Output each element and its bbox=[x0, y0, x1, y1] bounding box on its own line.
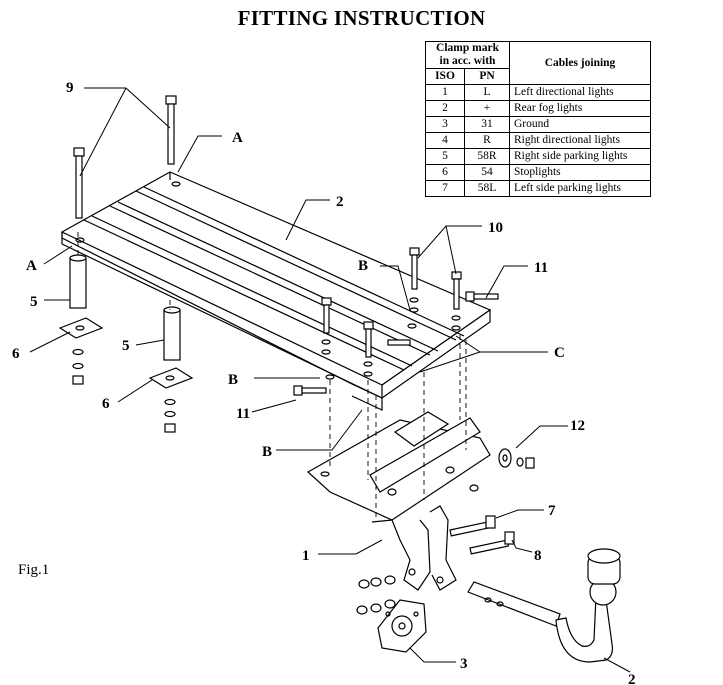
callout-c: C bbox=[554, 345, 565, 361]
callout-8: 8 bbox=[534, 548, 542, 564]
callout-a-top: A bbox=[232, 130, 243, 146]
callout-2-plate: 2 bbox=[336, 194, 344, 210]
figure-label: Fig.1 bbox=[18, 562, 50, 578]
washer-nut-12 bbox=[498, 448, 535, 469]
cables-joining-header: Cables joining bbox=[509, 41, 651, 85]
assembly-guide-lines bbox=[77, 232, 467, 520]
callout-9: 9 bbox=[66, 80, 74, 96]
table-row: 7 58L Left side parking lights bbox=[425, 180, 651, 197]
spacer-set-left bbox=[58, 254, 104, 385]
side-bolts-11 bbox=[293, 291, 499, 396]
spacer-set-middle bbox=[148, 306, 194, 433]
cable-cell: Right directional lights bbox=[509, 132, 651, 149]
callout-2-towbar: 2 bbox=[628, 672, 636, 685]
cable-cell: Right side parking lights bbox=[509, 148, 651, 165]
page-title: FITTING INSTRUCTION bbox=[237, 6, 486, 30]
callout-10: 10 bbox=[488, 220, 503, 236]
clamp-mark-header: Clamp mark in acc. with bbox=[425, 41, 510, 69]
tow-bar bbox=[467, 548, 621, 663]
callout-b-bottom: B bbox=[262, 444, 272, 460]
callout-6-left: 6 bbox=[12, 346, 20, 362]
callout-1: 1 bbox=[302, 548, 310, 564]
hitch-bracket bbox=[306, 411, 491, 591]
cable-cell: Stoplights bbox=[509, 164, 651, 181]
callout-5-left: 5 bbox=[30, 294, 38, 310]
pn-header: PN bbox=[464, 68, 510, 85]
callout-b-top: B bbox=[358, 258, 368, 274]
table-row: 5 58R Right side parking lights bbox=[425, 148, 651, 165]
cable-cell: Left side parking lights bbox=[509, 180, 651, 197]
callout-11-left: 11 bbox=[236, 406, 250, 422]
callout-5-middle: 5 bbox=[122, 338, 130, 354]
callout-6-middle: 6 bbox=[102, 396, 110, 412]
lower-nut-stacks bbox=[356, 575, 396, 615]
clamp-mark-header-line2: in acc. with bbox=[439, 55, 496, 67]
bolts-7-8 bbox=[449, 515, 515, 555]
callout-12: 12 bbox=[570, 418, 585, 434]
cable-connection-table: Clamp mark in acc. with Cables joining I… bbox=[425, 41, 651, 197]
callout-b-middle: B bbox=[228, 372, 238, 388]
callout-a-left: A bbox=[26, 258, 37, 274]
leader-lines bbox=[29, 87, 631, 673]
clamp-mark-header-line1: Clamp mark bbox=[436, 42, 499, 54]
table-row: 4 R Right directional lights bbox=[425, 132, 651, 149]
long-bolts bbox=[73, 95, 177, 219]
callout-3: 3 bbox=[460, 656, 468, 672]
bolts-10 bbox=[321, 247, 462, 358]
pn-cell: 58R bbox=[464, 148, 510, 165]
callout-7: 7 bbox=[548, 503, 556, 519]
table-row: 6 54 Stoplights bbox=[425, 164, 651, 181]
washer-stacks bbox=[321, 297, 461, 377]
cross-plate bbox=[60, 171, 492, 411]
callout-11-right: 11 bbox=[534, 260, 548, 276]
socket-plate bbox=[377, 599, 427, 653]
